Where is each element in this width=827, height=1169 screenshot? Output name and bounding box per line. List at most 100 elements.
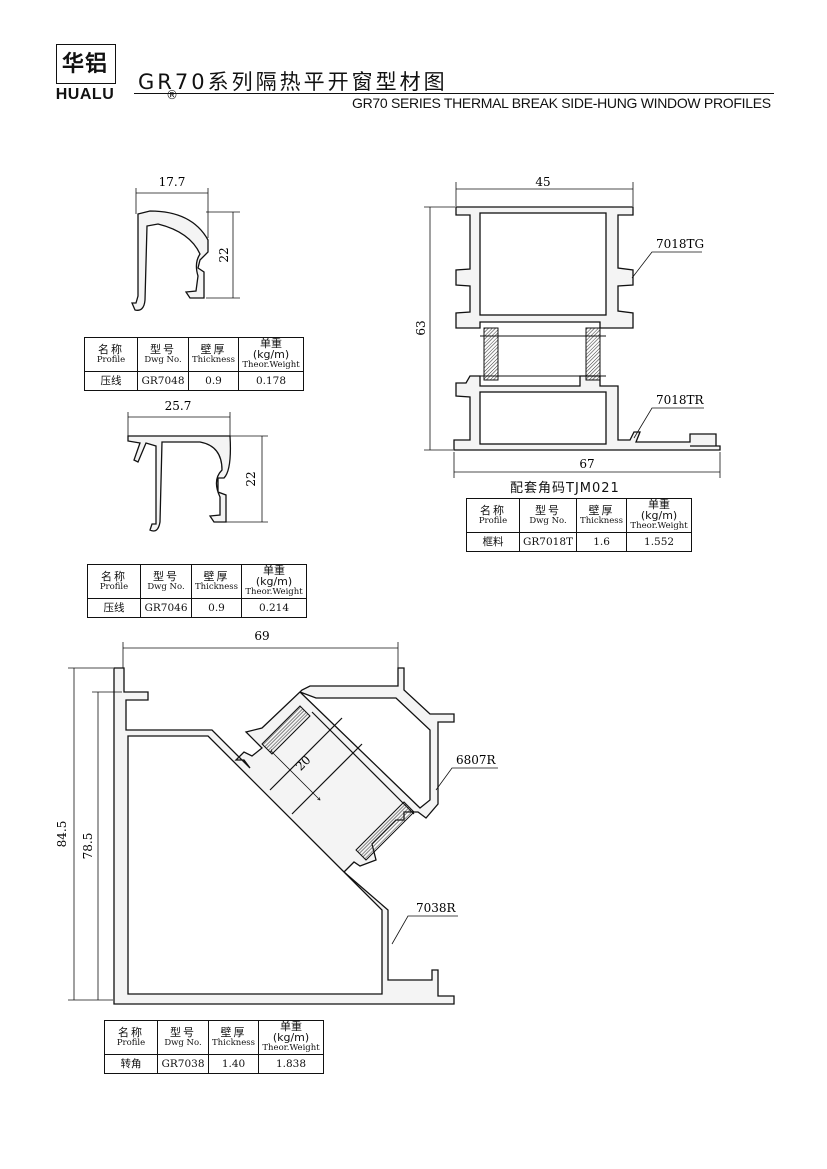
gr7048-name: 压线 <box>84 371 138 391</box>
registered-mark: ® <box>166 88 178 102</box>
table-header-cell: 单重(kg/m)Theor.Weight <box>241 564 308 599</box>
table-header-label: Profile <box>478 515 508 526</box>
table-header-cell: 单重(kg/m)Theor.Weight <box>626 498 693 533</box>
table-header-label: Dwg No. <box>164 1037 202 1048</box>
gr7048-profile <box>131 210 209 311</box>
page-title-english: GR70 SERIES THERMAL BREAK SIDE-HUNG WIND… <box>352 95 771 111</box>
table-header-label: Profile <box>116 1037 146 1048</box>
table-header-label: 名称 <box>480 503 506 517</box>
gr7038-thermal-break-upper <box>261 705 311 755</box>
table-header-label: Theor.Weight <box>245 587 303 597</box>
gr7018t-height-dimension: 63 <box>414 320 428 335</box>
page-title-chinese: GR70系列隔热平开窗型材图 <box>138 70 448 94</box>
table-header-cell: 单重(kg/m)Theor.Weight <box>238 337 305 372</box>
gr7046-dwg: GR7046 <box>140 598 192 618</box>
table-header-label: 单重(kg/m) <box>252 337 290 361</box>
gr7046-height-dimension: 22 <box>244 471 258 486</box>
table-header-label: 型号 <box>150 342 176 356</box>
gr7038-name: 转角 <box>104 1054 158 1074</box>
table-header-label: Dwg No. <box>144 354 182 365</box>
gr7018t-dwg: GR7018T <box>518 532 578 552</box>
callout-7038r: 7038R <box>416 901 457 915</box>
gr7018t-thermal-break-left <box>483 327 499 381</box>
gr7018t-top-dimension: 45 <box>535 175 550 189</box>
gr7018t-weight: 1.552 <box>626 532 693 552</box>
gr7038-weight: 1.838 <box>258 1054 325 1074</box>
gr7046-thickness: 0.9 <box>190 598 243 618</box>
logo-chinese-text: 华铝 <box>61 52 108 77</box>
gr7018t-caption: 配套角码TJM021 <box>510 481 620 496</box>
table-header-label: 壁厚 <box>200 342 227 356</box>
table-header-label: 型号 <box>170 1025 196 1039</box>
callout-6807r: 6807R <box>456 753 497 767</box>
gr7048-weight: 0.178 <box>238 371 305 391</box>
table-header-label: 名称 <box>98 342 124 356</box>
gr7038-dwg: GR7038 <box>157 1054 209 1074</box>
table-header-label: Dwg No. <box>147 581 185 592</box>
table-header-label: Profile <box>99 581 129 592</box>
drawing-gr7048 <box>131 188 240 311</box>
gr7046-width-dimension: 25.7 <box>165 399 192 413</box>
table-header-label: 型号 <box>153 569 179 583</box>
table-header-label: 单重(kg/m) <box>272 1020 310 1044</box>
table-header-label: 单重(kg/m) <box>640 498 678 522</box>
table-header-label: 壁厚 <box>588 503 615 517</box>
gr7038-width-dimension: 69 <box>254 629 269 643</box>
table-header-label: Dwg No. <box>529 515 567 526</box>
gr7046-profile <box>127 435 232 532</box>
drawing-gr7038 <box>68 642 498 1005</box>
table-header-label: Theor.Weight <box>630 521 688 531</box>
table-header-label: Thickness <box>192 354 236 365</box>
table-header-label: Theor.Weight <box>242 360 300 370</box>
gr7048-thickness: 0.9 <box>187 371 240 391</box>
drawing-gr7018t <box>424 182 721 478</box>
table-header-label: 单重(kg/m) <box>255 564 293 588</box>
table-header-label: Theor.Weight <box>262 1043 320 1053</box>
gr7048-height-dimension: 22 <box>217 247 231 262</box>
gr7018t-name: 框料 <box>466 532 520 552</box>
gr7048-dwg: GR7048 <box>137 371 189 391</box>
gr7018t-bottom-dimension: 67 <box>579 457 594 471</box>
gr7018t-thermal-break-right <box>585 327 601 381</box>
callout-7018tg: 7018TG <box>656 237 704 251</box>
table-header-label: 名称 <box>118 1025 144 1039</box>
gr7046-weight: 0.214 <box>241 598 308 618</box>
callout-7018tr: 7018TR <box>656 393 705 407</box>
table-header-label: 型号 <box>535 503 562 517</box>
gr7046-name: 压线 <box>87 598 141 618</box>
table-header-label: Thickness <box>580 515 624 526</box>
drawing-gr7046 <box>127 412 268 532</box>
logo-frame <box>56 44 116 84</box>
logo-english-text: HUALU <box>55 86 115 103</box>
table-header-label: 壁厚 <box>220 1025 247 1039</box>
gr7018t-thickness: 1.6 <box>576 532 628 552</box>
gr7038-thermal-break-lower <box>355 801 415 861</box>
gr7038-inner-height-dimension: 78.5 <box>81 833 95 860</box>
hualu-logo: 华铝 HUALU ® <box>48 44 178 106</box>
gr7038-thickness: 1.40 <box>207 1054 260 1074</box>
table-header-cell: 单重(kg/m)Theor.Weight <box>258 1020 325 1055</box>
table-header-label: Profile <box>96 354 126 365</box>
table-header-label: Thickness <box>195 581 239 592</box>
table-header-label: 壁厚 <box>203 569 230 583</box>
gr7048-width-dimension: 17.7 <box>159 175 186 189</box>
table-header-label: 名称 <box>101 569 127 583</box>
gr7038-outer-height-dimension: 84.5 <box>55 821 69 848</box>
